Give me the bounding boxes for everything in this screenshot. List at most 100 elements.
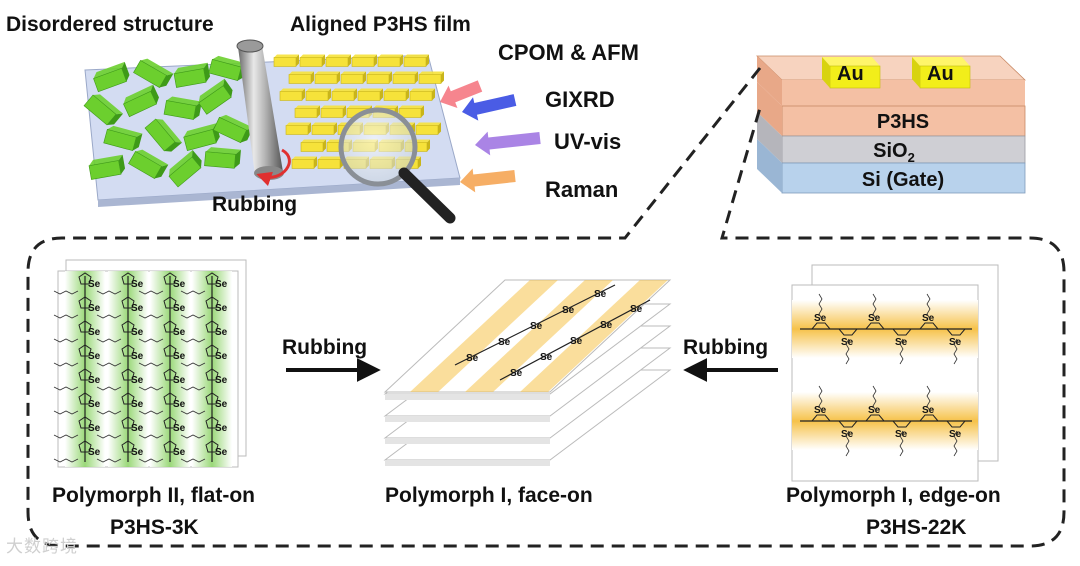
side-chain	[138, 410, 164, 415]
aligned-yellow-blocks	[273, 54, 444, 169]
se-atom-label: Se	[922, 405, 935, 416]
se-atom-label: Se	[88, 447, 101, 458]
side-chain	[818, 293, 823, 320]
selenophene-ring	[163, 368, 177, 381]
sheet-edge	[385, 438, 550, 444]
se-atom-label: Se	[466, 353, 479, 364]
selenophene-ring	[121, 344, 135, 357]
sheet-edge	[385, 460, 550, 466]
selenophene-ring	[946, 420, 966, 428]
yellow-block	[317, 156, 343, 169]
green-block	[88, 154, 126, 180]
au-left-label: Au	[837, 63, 864, 85]
se-atom-label: Se	[814, 313, 827, 324]
se-atom-label: Se	[88, 375, 101, 386]
se-atom-label: Se	[131, 327, 144, 338]
side-chain	[953, 430, 958, 457]
green-block	[204, 147, 241, 169]
green-block	[198, 78, 233, 115]
se-atom-label: Se	[88, 423, 101, 434]
selenophene-ring	[811, 322, 831, 330]
selenophene-ring	[163, 416, 177, 429]
backbone	[454, 284, 616, 366]
yellow-block	[403, 54, 429, 67]
se-atom-label: Se	[215, 423, 228, 434]
green-block	[163, 96, 202, 120]
yellow-block	[409, 88, 435, 101]
selenophene-ring	[163, 320, 177, 333]
side-chain	[96, 362, 122, 367]
disordered-green-blocks	[83, 55, 254, 188]
selenophene-ring	[205, 296, 219, 309]
rubbing-arrow-left-label: Rubbing	[282, 336, 368, 359]
yellow-block	[398, 105, 424, 118]
se-atom-label: Se	[600, 320, 613, 331]
side-chain	[872, 385, 877, 412]
side-chain	[53, 338, 79, 343]
rubbing-top-label: Rubbing	[212, 193, 298, 216]
technique-gixrd-label: GIXRD	[545, 87, 615, 112]
yellow-block	[294, 105, 320, 118]
side-chain	[899, 338, 904, 365]
se-atom-label: Se	[88, 303, 101, 314]
green-block	[93, 61, 130, 93]
side-chain	[926, 385, 931, 412]
se-atom-label: Se	[173, 303, 186, 314]
selenophene-ring	[205, 344, 219, 357]
p3hs-layer-label: P3HS	[877, 111, 929, 133]
selenophene-ring	[205, 272, 219, 285]
yellow-block	[340, 71, 366, 84]
side-chain	[53, 458, 79, 463]
selenophene-ring	[121, 272, 135, 285]
green-block	[128, 149, 169, 179]
selenophene-ring	[78, 320, 92, 333]
sio2-layer-label: SiO2	[873, 140, 915, 165]
selenophene-ring	[121, 440, 135, 453]
selenophene-ring	[78, 344, 92, 357]
selenophene-ring	[838, 420, 858, 428]
yellow-block	[288, 71, 314, 84]
aligned-film-label: Aligned P3HS film	[290, 13, 471, 36]
selenophene-ring	[919, 414, 939, 422]
technique-arrows	[439, 80, 541, 193]
side-chain	[180, 362, 206, 367]
orange-stripe	[410, 280, 558, 392]
side-chain	[180, 314, 206, 319]
se-atom-label: Se	[173, 279, 186, 290]
side-chain	[138, 338, 164, 343]
se-atom-label: Se	[88, 279, 101, 290]
yellow-block	[366, 71, 392, 84]
selenophene-ring	[121, 296, 135, 309]
selenophene-ring	[205, 368, 219, 381]
selenophene-ring	[892, 420, 912, 428]
side-chain	[96, 314, 122, 319]
yellow-block	[331, 88, 357, 101]
selenophene-ring	[78, 272, 92, 285]
yellow-block	[273, 54, 299, 67]
side-chain	[872, 293, 877, 320]
selenophene-ring	[163, 272, 177, 285]
selenophene-ring	[205, 320, 219, 333]
green-block	[144, 118, 183, 152]
side-chain	[926, 293, 931, 320]
orange-stripe	[520, 280, 668, 392]
selenophene-ring	[919, 322, 939, 330]
selenophene-ring	[121, 416, 135, 429]
yellow-block	[351, 54, 377, 67]
watermark: 大数跨境	[6, 537, 78, 557]
se-atom-label: Se	[215, 303, 228, 314]
se-atom-label: Se	[630, 304, 643, 315]
rotation-arrow-icon	[256, 148, 291, 187]
side-chain	[96, 434, 122, 439]
se-atom-label: Se	[131, 375, 144, 386]
selenophene-ring	[78, 440, 92, 453]
au-right-label: Au	[927, 63, 954, 85]
side-chain	[138, 386, 164, 391]
se-atom-label: Se	[498, 337, 511, 348]
side-chain	[845, 430, 850, 457]
